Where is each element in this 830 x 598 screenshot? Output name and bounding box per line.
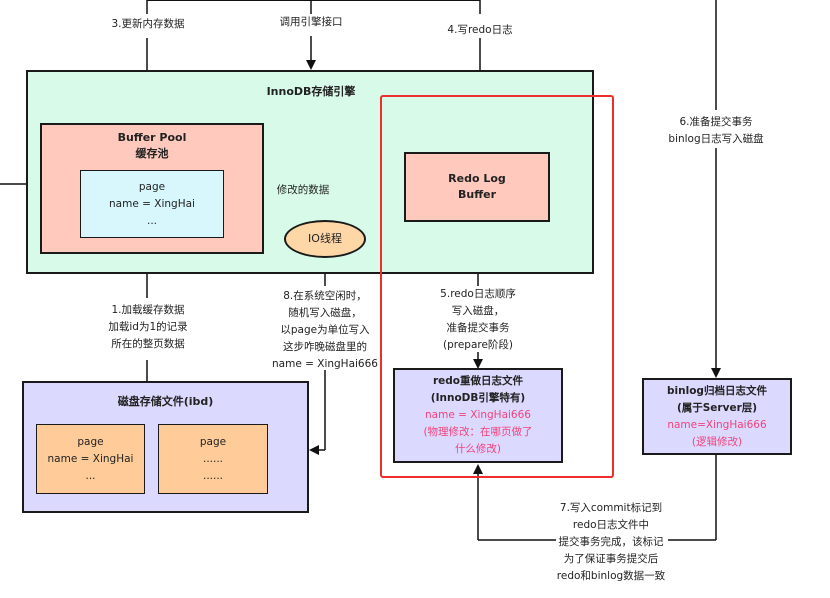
step6-line1: 6.准备提交事务 [679,116,753,128]
step7-line2: redo日志文件中 [572,519,650,531]
redo-file-line1: redo重做日志文件 [432,375,524,387]
binlog-file-box: binlog归档日志文件 (属于Server层) name=XingHai666… [642,378,792,455]
redo-buffer-line2: Buffer [457,188,496,201]
modified-data-label: 修改的数据 [276,184,330,196]
binlog-line3: name=XingHai666 [667,418,767,431]
step8-label: 8.在系统空闲时， 随机写入磁盘， 以page为单位写入 这步咋晚磁盘里的 na… [268,288,382,373]
buffer-pool-title: Buffer Pool 缓存池 [40,130,264,162]
disk-page-1: page name = XingHai ... [36,424,145,494]
disk-page1-line2: name = XingHai [47,452,134,465]
disk-page1-line3: ... [85,469,96,482]
disk-page2-line2: ...... [202,452,224,465]
redo-log-buffer-box: Redo Log Buffer [404,152,550,222]
step1-line1: 1.加载缓存数据 [111,304,185,316]
buffer-pool-subtitle: 缓存池 [135,147,169,160]
disk-page2-line1: page [199,435,227,448]
step8-line5: name = XingHai666 [272,358,378,370]
step7-label: 7.写入commit标记到 redo日志文件中 提交事务完成，该标记 为了保证事… [548,500,674,585]
io-thread-ellipse: IO线程 [284,220,366,258]
redo-highlight-frame [380,95,614,478]
redo-file-line3: name = XingHai666 [425,409,531,421]
step8-line1: 8.在系统空闲时， [283,290,367,302]
redo-buffer-line1: Redo Log [448,172,506,185]
buffer-pool-page: page name = XingHai ... [80,170,224,238]
disk-page-2: page ...... ...... [158,424,268,494]
step6-line2: binlog日志写入磁盘 [668,133,764,145]
buffer-page-line1: page [138,180,166,193]
step7-line5: redo和binlog数据一致 [556,570,666,582]
redo-log-file-box: redo重做日志文件 (InnoDB引擎特有) name = XingHai66… [393,368,563,463]
step5-line2: 写入磁盘， [451,305,505,317]
step3-label: 3.更新内存数据 [111,18,185,30]
buffer-page-line2: name = XingHai [109,197,195,210]
redo-file-line4: (物理修改：在哪页做了 [423,426,533,438]
step1-line3: 所在的整页数据 [111,338,185,350]
step5-label: 5.redo日志顺序 写入磁盘， 准备提交事务 (prepare阶段) [426,286,530,354]
step6-label: 6.准备提交事务 binlog日志写入磁盘 [656,114,776,148]
step8-line2: 随机写入磁盘， [288,307,362,319]
step4-label: 4.写redo日志 [447,24,513,36]
step7-line1: 7.写入commit标记到 [559,502,663,514]
step1-line2: 加载id为1的记录 [108,321,188,333]
step8-line3: 以page为单位写入 [280,324,370,336]
step5-line1: 5.redo日志顺序 [440,288,516,300]
binlog-line1: binlog归档日志文件 [667,384,767,397]
disk-storage-title: 磁盘存储文件(ibd) [117,395,214,408]
step5-line4: (prepare阶段) [442,339,514,351]
buffer-page-line3: ... [146,214,157,227]
step7-line3: 提交事务完成，该标记 [558,536,664,548]
redo-file-line2: (InnoDB引擎特有) [430,392,526,404]
binlog-line4: (逻辑修改) [691,435,743,448]
innodb-engine-title: InnoDB存储引擎 [266,85,356,98]
disk-page1-line1: page [77,435,104,448]
step8-line4: 这步咋晚磁盘里的 [283,341,367,353]
call-engine-label: 调用引擎接口 [279,16,343,28]
step5-line3: 准备提交事务 [446,322,510,334]
binlog-line2: (属于Server层) [676,401,758,414]
buffer-pool-title-text: Buffer Pool [117,131,187,144]
step7-line4: 为了保证事务提交后 [563,553,659,565]
step1-label: 1.加载缓存数据 加载id为1的记录 所在的整页数据 [96,302,200,353]
disk-page2-line3: ...... [202,469,224,482]
redo-file-line5: 什么修改) [454,443,502,455]
io-thread-label: IO线程 [308,232,342,245]
